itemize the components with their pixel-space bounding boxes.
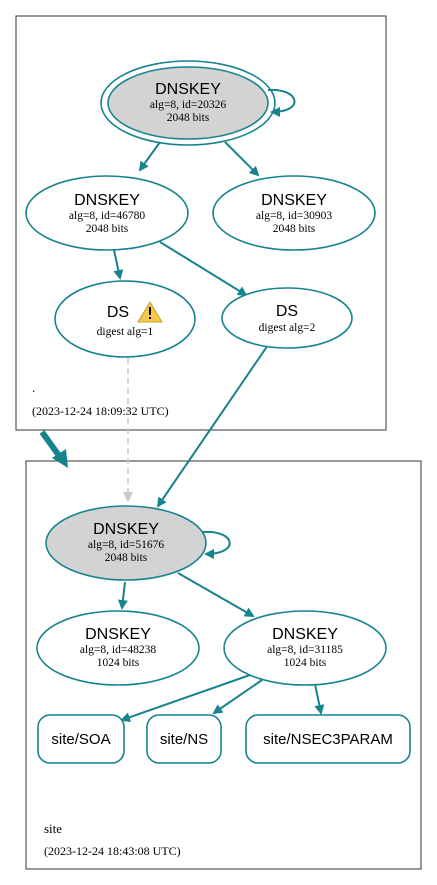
node-detail: 2048 bits — [105, 552, 148, 564]
node-detail: alg=8, id=31185 — [267, 644, 343, 656]
node-detail: 2048 bits — [273, 223, 316, 235]
node-detail: digest alg=1 — [97, 326, 154, 338]
node-detail: alg=8, id=30903 — [256, 210, 332, 222]
rr-nsec3param-node[interactable]: site/NSEC3PARAM — [245, 714, 411, 764]
node-title: DNSKEY — [155, 81, 221, 98]
node-detail: 2048 bits — [167, 112, 210, 124]
root-ds2-node[interactable]: DS digest alg=2 — [221, 287, 353, 349]
node-title: DNSKEY — [93, 521, 159, 538]
site-zsk1-node[interactable]: DNSKEY alg=8, id=48238 1024 bits — [36, 610, 200, 686]
rr-label: site/SOA — [51, 731, 110, 748]
zone-site-box — [25, 460, 422, 870]
rr-soa-node[interactable]: site/SOA — [37, 714, 125, 764]
edge-zsk2-nsec3param — [314, 683, 325, 715]
edge-zsk2-soa — [120, 674, 251, 723]
node-detail: digest alg=2 — [259, 322, 316, 334]
edge-site-ksk-self — [202, 530, 231, 559]
root-ksk-node[interactable]: DNSKEY alg=8, id=20326 2048 bits — [100, 60, 276, 146]
zone-name: site — [44, 821, 62, 836]
node-detail: alg=8, id=48238 — [80, 644, 156, 656]
node-detail: 2048 bits — [86, 223, 129, 235]
edge-zsk1-ds1 — [113, 249, 124, 280]
node-detail: alg=8, id=51676 — [88, 539, 164, 551]
edge-ksk-zsk1 — [138, 141, 161, 172]
edge-ksk-self — [267, 88, 296, 117]
rr-ns-node[interactable]: site/NS — [146, 714, 222, 764]
rr-label: site/NSEC3PARAM — [263, 731, 393, 748]
warning-triangle-icon — [137, 301, 163, 323]
site-zsk2-node[interactable]: DNSKEY alg=8, id=31185 1024 bits — [223, 610, 387, 686]
zone-timestamp: (2023-12-24 18:43:08 UTC) — [44, 844, 181, 858]
zone-name: . — [32, 380, 35, 395]
zone-delegation-arrowhead — [52, 449, 68, 468]
node-title: DNSKEY — [85, 626, 151, 643]
root-zsk1-node[interactable]: DNSKEY alg=8, id=46780 2048 bits — [25, 175, 189, 251]
edge-site-ksk-zsk2 — [177, 572, 255, 617]
edge-ksk-zsk2 — [224, 141, 260, 177]
node-detail: 1024 bits — [284, 657, 327, 669]
edge-site-ksk-zsk1 — [117, 581, 128, 610]
site-ksk-node[interactable]: DNSKEY alg=8, id=51676 2048 bits — [45, 505, 207, 581]
node-detail: alg=8, id=46780 — [69, 210, 145, 222]
node-title: DNSKEY — [272, 626, 338, 643]
node-detail: 1024 bits — [97, 657, 140, 669]
root-ds1-node[interactable]: DS digest alg=1 — [54, 280, 196, 358]
root-zsk2-node[interactable]: DNSKEY alg=8, id=30903 2048 bits — [212, 175, 376, 251]
node-title: DS — [107, 304, 129, 321]
node-detail: alg=8, id=20326 — [150, 99, 226, 111]
zone-delegation-arrow — [39, 430, 63, 459]
node-title: DNSKEY — [74, 192, 140, 209]
zone-root-box — [15, 15, 387, 431]
zone-timestamp: (2023-12-24 18:09:32 UTC) — [32, 404, 169, 418]
edge-zsk1-ds2 — [159, 241, 248, 297]
edge-zsk2-ns — [212, 679, 263, 715]
node-title: DNSKEY — [261, 192, 327, 209]
rr-label: site/NS — [160, 731, 208, 748]
node-title: DS — [276, 303, 298, 320]
edge-ds2-site-ksk — [156, 344, 269, 508]
